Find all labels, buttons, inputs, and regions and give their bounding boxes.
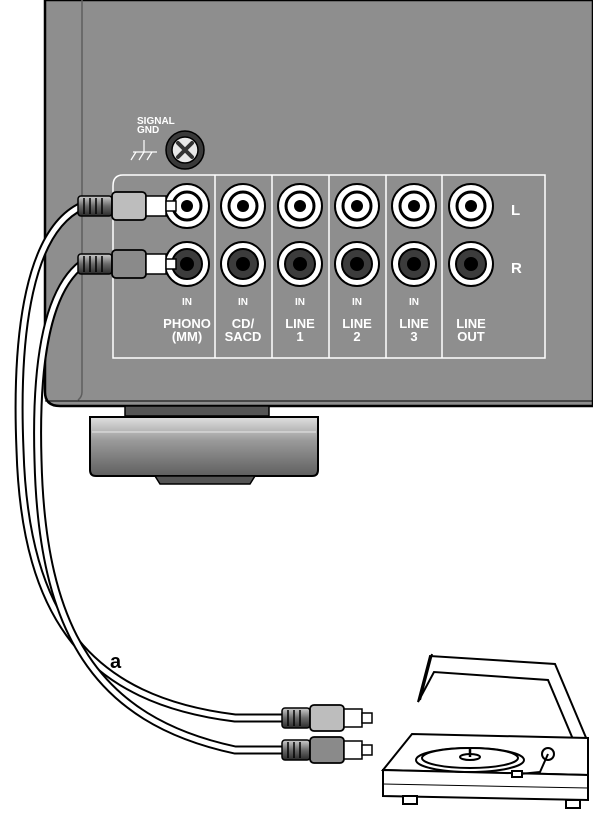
jack-row-right-channel xyxy=(164,241,494,287)
input-label-name2: 2 xyxy=(353,329,360,344)
rca-plug-left-turntable xyxy=(281,704,373,732)
rca-jack-lineout-r[interactable] xyxy=(448,241,494,287)
input-label-top: IN xyxy=(352,297,362,308)
rca-plug-right-receiver xyxy=(77,249,177,279)
rca-jack-cd-l[interactable] xyxy=(220,183,266,229)
input-label-name2: SACD xyxy=(225,329,262,344)
input-label-name: LINE xyxy=(399,316,429,331)
input-label-name2: 3 xyxy=(410,329,417,344)
jack-panel xyxy=(112,174,546,359)
rca-plug-left-receiver xyxy=(77,191,177,221)
input-label-top: IN xyxy=(295,297,305,308)
input-label-name: PHONO xyxy=(163,316,211,331)
rca-jack-lineout-l[interactable] xyxy=(448,183,494,229)
gnd-screw-icon xyxy=(165,130,205,170)
input-label-name: CD/ xyxy=(232,316,255,331)
cable-label-a: a xyxy=(110,651,122,673)
input-label-name2: OUT xyxy=(457,329,485,344)
rca-jack-line2-l[interactable] xyxy=(334,183,380,229)
channel-label-right: R xyxy=(511,260,522,277)
input-label-name2: (MM) xyxy=(172,329,202,344)
rca-jack-line3-l[interactable] xyxy=(391,183,437,229)
signal-gnd-terminal: SIGNAL GND xyxy=(130,116,205,170)
rca-jack-line1-l[interactable] xyxy=(277,183,323,229)
jack-row-left-channel xyxy=(164,183,494,229)
input-label-top: IN xyxy=(409,297,419,308)
input-label-name: LINE xyxy=(285,316,315,331)
turntable-icon xyxy=(380,653,589,809)
input-label-top: IN xyxy=(182,297,192,308)
receiver-foot xyxy=(89,405,319,485)
rca-jack-phono-r[interactable] xyxy=(164,241,210,287)
input-label-top: IN xyxy=(238,297,248,308)
input-labels: IN PHONO (MM) IN CD/ SACD IN LINE 1 IN L… xyxy=(163,297,486,344)
rca-jack-line3-r[interactable] xyxy=(391,241,437,287)
rca-jack-cd-r[interactable] xyxy=(220,241,266,287)
channel-label-left: L xyxy=(511,202,520,219)
signal-gnd-label-line1: SIGNAL xyxy=(137,116,175,127)
input-label-name: LINE xyxy=(342,316,372,331)
signal-gnd-label-line2: GND xyxy=(137,125,159,136)
input-label-name: LINE xyxy=(456,316,486,331)
rca-cable xyxy=(14,201,282,755)
rca-jack-line2-r[interactable] xyxy=(334,241,380,287)
input-label-name2: 1 xyxy=(296,329,303,344)
rca-jack-line1-r[interactable] xyxy=(277,241,323,287)
rca-plug-right-turntable xyxy=(281,736,373,764)
ground-symbol-icon xyxy=(130,140,157,161)
